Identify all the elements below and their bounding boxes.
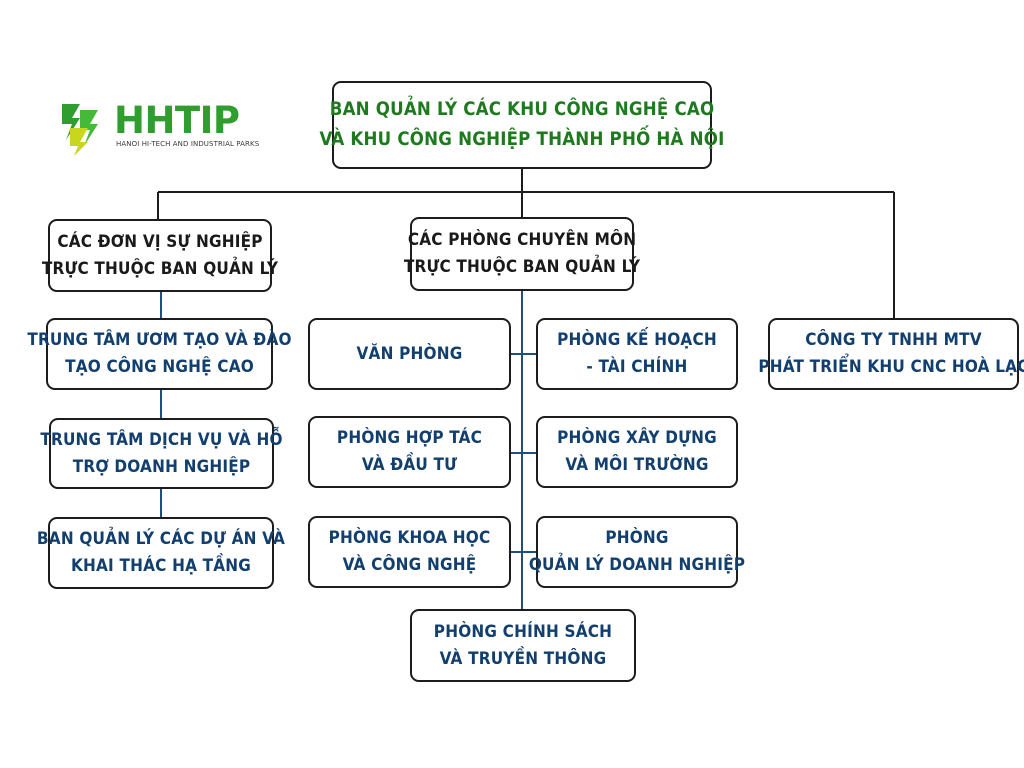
left-category-line2: TRỰC THUỘC BAN QUẢN LÝ <box>41 258 279 279</box>
middle-left-unit-2: PHÒNG HỢP TÁC VÀ ĐẦU TƯ <box>308 416 511 488</box>
middle-right-unit-2: PHÒNG XÂY DỰNG VÀ MÔI TRƯỜNG <box>536 416 738 488</box>
middle-left-unit-3: PHÒNG KHOA HỌC VÀ CÔNG NGHỆ <box>308 516 511 588</box>
middle-left-unit-2-line1: PHÒNG HỢP TÁC <box>336 428 483 448</box>
middle-left-unit-2-line2: VÀ ĐẦU TƯ <box>361 455 458 475</box>
left-unit-2-line2: TRỢ DOANH NGHIỆP <box>72 456 251 477</box>
middle-right-unit-3: PHÒNG QUẢN LÝ DOANH NGHIỆP <box>529 516 745 588</box>
middle-right-unit-3-line1: PHÒNG <box>605 528 669 548</box>
middle-right-unit-2-line1: PHÒNG XÂY DỰNG <box>557 428 717 448</box>
middle-left-unit-1-line1: VĂN PHÒNG <box>356 343 463 364</box>
right-company-line1: CÔNG TY TNHH MTV <box>805 330 982 350</box>
middle-right-unit-1: PHÒNG KẾ HOẠCH - TÀI CHÍNH <box>536 318 738 390</box>
right-company-box: CÔNG TY TNHH MTV PHÁT TRIỂN KHU CNC HOÀ … <box>758 318 1024 390</box>
left-unit-3: BAN QUẢN LÝ CÁC DỰ ÁN VÀ KHAI THÁC HẠ TẦ… <box>37 517 285 589</box>
middle-right-unit-3-line2: QUẢN LÝ DOANH NGHIỆP <box>528 555 746 575</box>
left-unit-1: TRUNG TÂM ƯƠM TẠO VÀ ĐÀO TẠO CÔNG NGHỆ C… <box>27 318 291 390</box>
left-category-box: CÁC ĐƠN VỊ SỰ NGHIỆP TRỰC THUỘC BAN QUẢN… <box>42 219 278 292</box>
root-title-line1: BAN QUẢN LÝ CÁC KHU CÔNG NGHỆ CAO <box>329 99 715 120</box>
middle-right-unit-1-line2: - TÀI CHÍNH <box>586 357 688 377</box>
middle-bottom-unit-line1: PHÒNG CHÍNH SÁCH <box>433 621 613 642</box>
logo-mark-icon <box>62 104 98 156</box>
hhtip-logo: HHTIP HANOI HI-TECH AND INDUSTRIAL PARKS <box>58 99 259 156</box>
left-category-line1: CÁC ĐƠN VỊ SỰ NGHIỆP <box>57 231 263 252</box>
middle-right-unit-2-line2: VÀ MÔI TRƯỜNG <box>565 455 709 475</box>
logo-tagline: HANOI HI-TECH AND INDUSTRIAL PARKS <box>116 140 260 148</box>
left-unit-1-line1: TRUNG TÂM ƯƠM TẠO VÀ ĐÀO <box>27 330 292 350</box>
middle-left-unit-1: VĂN PHÒNG <box>308 318 511 390</box>
left-unit-1-line2: TẠO CÔNG NGHỆ CAO <box>65 357 254 377</box>
middle-category-line1: CÁC PHÒNG CHUYÊN MÔN <box>407 230 637 250</box>
left-unit-2: TRUNG TÂM DỊCH VỤ VÀ HỖ TRỢ DOANH NGHIỆP <box>40 418 282 489</box>
root-title-line2: VÀ KHU CÔNG NGHIỆP THÀNH PHỐ HÀ NỘI <box>319 129 725 150</box>
middle-bottom-unit: PHÒNG CHÍNH SÁCH VÀ TRUYỀN THÔNG <box>410 609 636 682</box>
left-unit-2-line1: TRUNG TÂM DỊCH VỤ VÀ HỖ <box>40 429 283 450</box>
middle-left-unit-3-line2: VÀ CÔNG NGHỆ <box>342 555 477 575</box>
middle-left-unit-3-line1: PHÒNG KHOA HỌC <box>328 528 491 548</box>
middle-category-box: CÁC PHÒNG CHUYÊN MÔN TRỰC THUỘC BAN QUẢN… <box>404 217 640 291</box>
logo-name: HHTIP <box>114 99 240 142</box>
root-box: BAN QUẢN LÝ CÁC KHU CÔNG NGHỆ CAO VÀ KHU… <box>320 81 724 169</box>
left-unit-3-line1: BAN QUẢN LÝ CÁC DỰ ÁN VÀ <box>36 529 286 549</box>
middle-right-unit-1-line1: PHÒNG KẾ HOẠCH <box>557 330 717 350</box>
middle-bottom-unit-line2: VÀ TRUYỀN THÔNG <box>439 648 607 669</box>
middle-category-line2: TRỰC THUỘC BAN QUẢN LÝ <box>403 257 641 277</box>
left-unit-3-line2: KHAI THÁC HẠ TẦNG <box>70 556 252 576</box>
right-company-line2: PHÁT TRIỂN KHU CNC HOÀ LẠC <box>758 357 1024 377</box>
